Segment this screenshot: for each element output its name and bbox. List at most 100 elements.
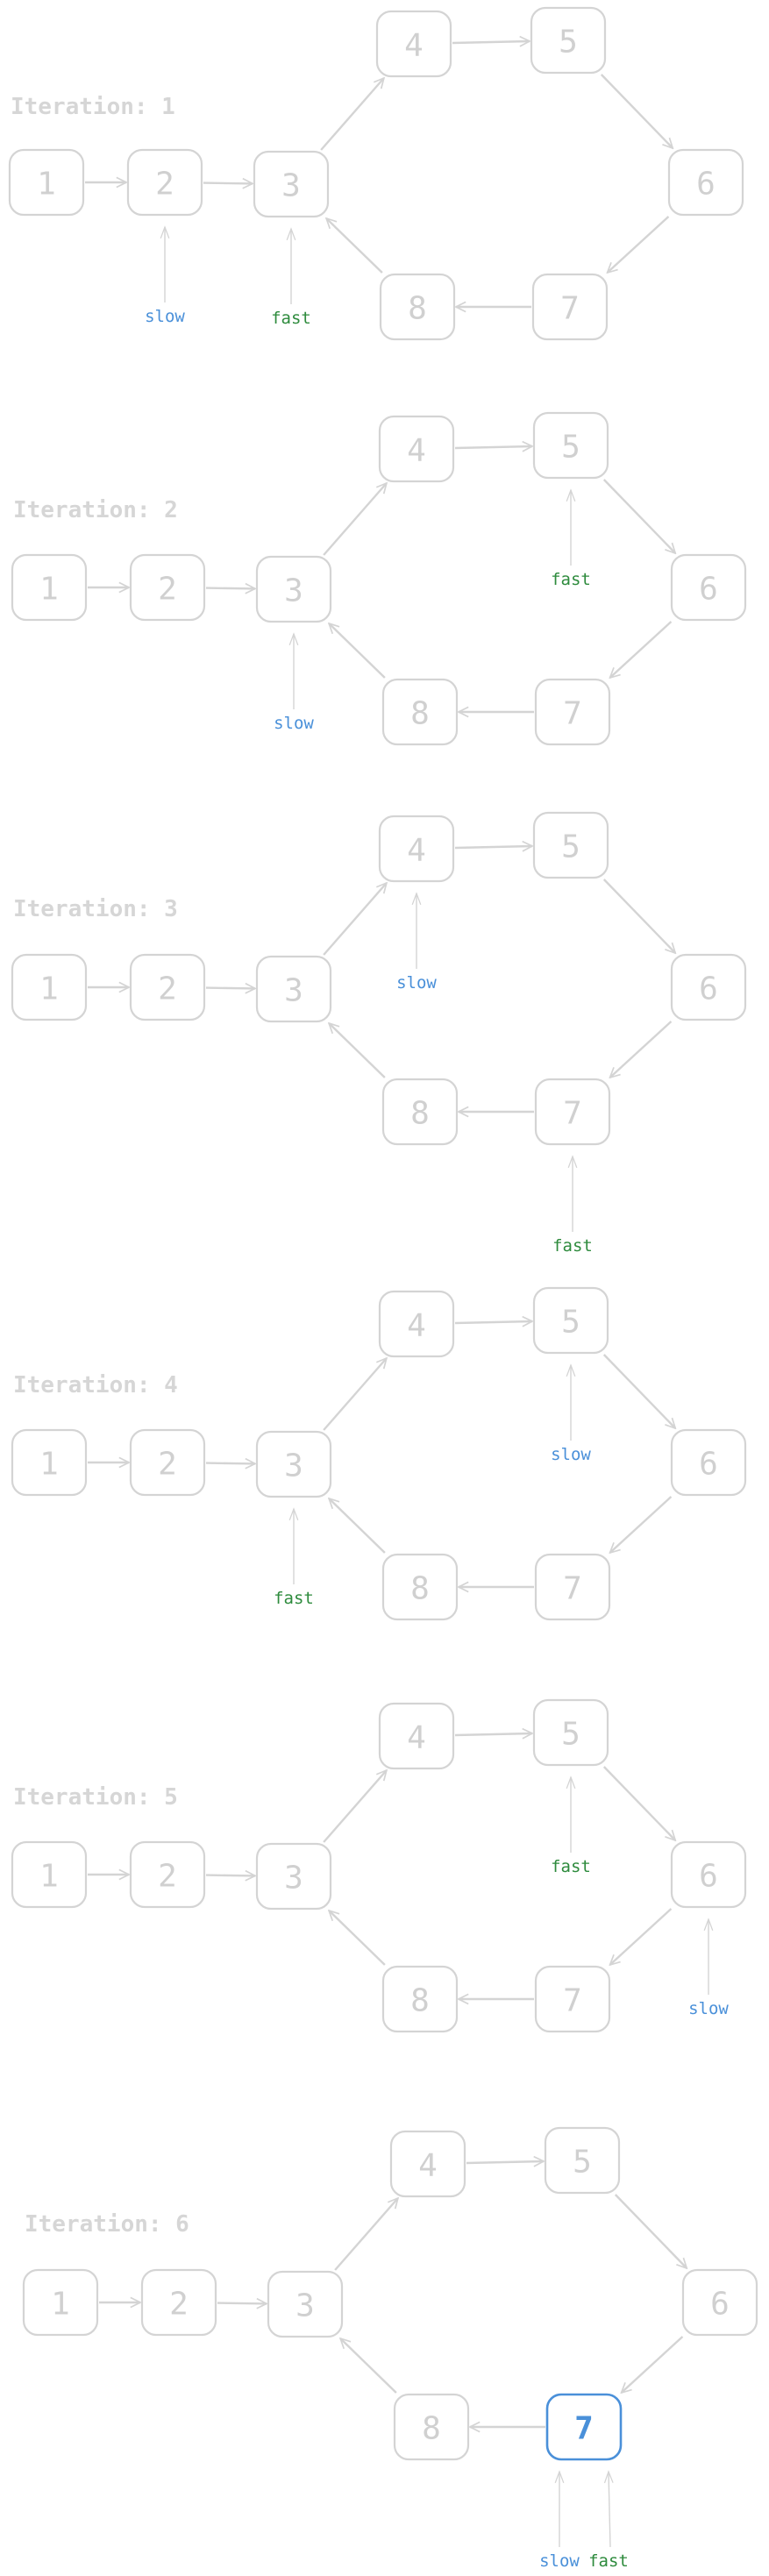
node-box	[378, 815, 455, 883]
node-value: 8	[410, 1571, 430, 1607]
edge-6-to-7	[610, 1021, 673, 1078]
edge-4-to-5	[452, 41, 530, 43]
node-value: 4	[407, 433, 426, 469]
edge-3-to-4	[323, 483, 387, 556]
node-value: 1	[39, 971, 59, 1007]
edge-6-to-7	[610, 1908, 673, 1965]
edge-5-to-6	[602, 879, 675, 953]
node-value: 2	[155, 167, 174, 203]
node-value: 1	[39, 1859, 59, 1895]
edge-8-to-3	[329, 1023, 386, 1078]
node-box	[8, 148, 85, 217]
node-box	[378, 1290, 455, 1358]
slow-pointer-label: slow	[551, 1445, 591, 1464]
node-value: 2	[158, 572, 177, 608]
node-6: 6	[670, 1428, 747, 1497]
node-value: 2	[158, 1447, 177, 1483]
edge-4-to-5	[454, 846, 532, 848]
slow-pointer-label: slow	[688, 1999, 729, 2018]
edge-6-to-7	[608, 216, 670, 273]
node-value: 4	[407, 1720, 426, 1756]
node-value: 3	[284, 1448, 303, 1484]
node-value: 8	[408, 291, 427, 327]
edge-3-to-4	[323, 883, 387, 956]
node-2: 2	[129, 1840, 206, 1909]
node-value: 5	[559, 25, 578, 60]
node-box	[532, 1698, 609, 1767]
node-value: 6	[710, 2287, 730, 2323]
edge-6-to-7	[622, 2336, 684, 2393]
node-value: 5	[561, 829, 580, 865]
node-4: 4	[375, 10, 452, 78]
edge-4-to-5	[454, 1733, 532, 1735]
edge-2-to-3	[217, 2303, 267, 2304]
node-box	[11, 1840, 88, 1909]
node-box	[534, 1965, 611, 2033]
edge-3-to-4	[334, 2198, 398, 2271]
edge-5-to-6	[600, 74, 673, 148]
node-5: 5	[532, 1698, 609, 1767]
node-value: 3	[284, 973, 303, 1009]
node-3: 3	[255, 1430, 332, 1498]
node-value: 2	[158, 1859, 177, 1895]
node-3: 3	[255, 955, 332, 1023]
node-value: 2	[158, 971, 177, 1007]
node-box	[681, 2268, 758, 2337]
node-5: 5	[530, 6, 607, 75]
edge-6-to-7	[610, 621, 673, 678]
edge-8-to-3	[329, 623, 386, 679]
node-box	[253, 150, 330, 218]
edge-2-to-3	[205, 1463, 255, 1464]
edge-5-to-6	[602, 479, 675, 553]
node-1: 1	[11, 1428, 88, 1497]
node-2: 2	[126, 148, 203, 217]
fast-pointer-label: fast	[271, 309, 311, 328]
node-value: 1	[39, 572, 59, 608]
node-value: 8	[410, 1983, 430, 2019]
edge-8-to-3	[329, 1498, 386, 1554]
node-5: 5	[532, 411, 609, 480]
node-1: 1	[11, 553, 88, 622]
node-value: 6	[696, 167, 716, 203]
node-6: 6	[681, 2268, 758, 2337]
node-value: 2	[169, 2287, 189, 2323]
node-box	[667, 148, 744, 217]
edge-4-to-5	[454, 1321, 532, 1323]
edge-4-to-5	[466, 2161, 544, 2163]
node-2: 2	[129, 553, 206, 622]
node-value: 7	[574, 2411, 594, 2447]
node-box	[375, 10, 452, 78]
node-8: 8	[381, 1965, 459, 2033]
node-2: 2	[129, 953, 206, 1021]
edge-8-to-3	[340, 2338, 397, 2394]
node-5: 5	[544, 2126, 621, 2195]
iteration-label: Iteration: 2	[13, 497, 178, 523]
node-box	[129, 1428, 206, 1497]
node-6: 6	[667, 148, 744, 217]
node-box	[11, 553, 88, 622]
node-value: 7	[563, 1571, 582, 1607]
node-5: 5	[532, 1286, 609, 1355]
node-8: 8	[381, 1078, 459, 1146]
node-value: 3	[295, 2288, 315, 2324]
edge-6-to-7	[610, 1496, 673, 1553]
node-7: 7	[531, 273, 609, 341]
edge-2-to-3	[205, 1875, 255, 1876]
slow-pointer-label: slow	[396, 973, 437, 993]
node-7: 7	[534, 1965, 611, 2033]
edge-4-to-5	[454, 446, 532, 448]
node-4: 4	[389, 2130, 466, 2198]
iteration-label: Iteration: 3	[13, 896, 178, 922]
node-box	[670, 1428, 747, 1497]
node-4: 4	[378, 1290, 455, 1358]
node-box	[534, 1078, 611, 1146]
edge-5-to-6	[602, 1766, 675, 1840]
node-6: 6	[670, 553, 747, 622]
edge-2-to-3	[203, 183, 253, 184]
node-box	[129, 553, 206, 622]
fast-pointer-label: fast	[551, 570, 591, 589]
node-box	[545, 2393, 623, 2461]
node-1: 1	[11, 1840, 88, 1909]
